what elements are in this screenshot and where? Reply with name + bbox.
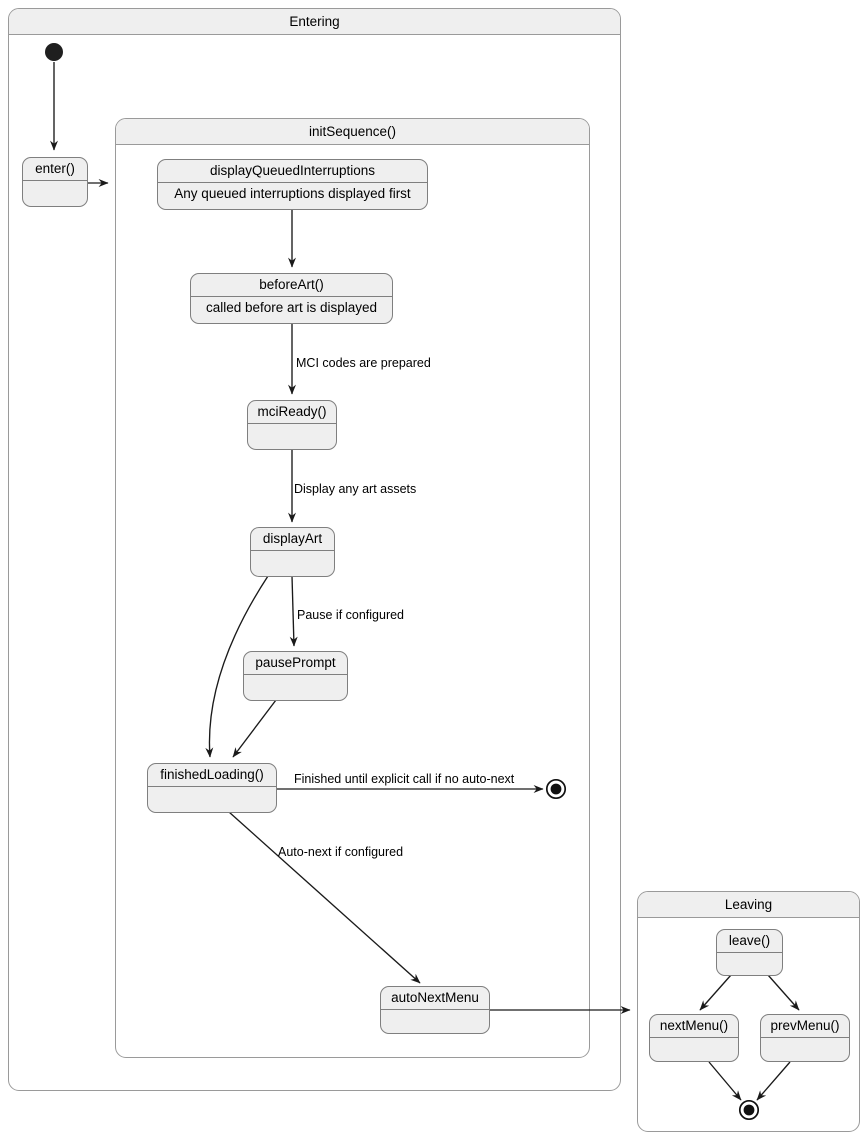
state-next-menu-name: nextMenu(): [650, 1015, 738, 1038]
state-mci-ready-body: [248, 424, 336, 444]
state-display-art[interactable]: displayArt: [250, 527, 335, 577]
state-prev-menu-name: prevMenu(): [761, 1015, 849, 1038]
final-state-node-entering[interactable]: [545, 778, 567, 800]
state-enter-body: [23, 181, 87, 201]
state-pause-prompt-name: pausePrompt: [244, 652, 347, 675]
state-display-queued-interruptions-name: displayQueuedInterruptions: [158, 160, 427, 183]
state-next-menu[interactable]: nextMenu(): [649, 1014, 739, 1062]
state-display-queued-interruptions-body: Any queued interruptions displayed first: [174, 186, 411, 201]
state-auto-next-menu[interactable]: autoNextMenu: [380, 986, 490, 1034]
state-auto-next-menu-name: autoNextMenu: [381, 987, 489, 1010]
state-mci-ready[interactable]: mciReady(): [247, 400, 337, 450]
state-leave-body: [717, 953, 782, 973]
state-enter[interactable]: enter(): [22, 157, 88, 207]
composite-state-leaving[interactable]: Leaving: [637, 891, 860, 1132]
state-next-menu-body: [650, 1038, 738, 1058]
initial-state-node[interactable]: [44, 42, 64, 62]
state-finished-loading-name: finishedLoading(): [148, 764, 276, 787]
composite-state-init-sequence[interactable]: initSequence(): [115, 118, 590, 1058]
state-before-art-name: beforeArt(): [191, 274, 392, 297]
state-leave-name: leave(): [717, 930, 782, 953]
composite-state-init-sequence-title: initSequence(): [116, 119, 589, 145]
state-pause-prompt[interactable]: pausePrompt: [243, 651, 348, 701]
state-enter-name: enter(): [23, 158, 87, 181]
composite-state-leaving-title: Leaving: [638, 892, 859, 918]
edge-label-auto-next-if-configured: Auto-next if configured: [278, 845, 404, 859]
state-display-queued-interruptions[interactable]: displayQueuedInterruptions Any queued in…: [157, 159, 428, 210]
state-prev-menu[interactable]: prevMenu(): [760, 1014, 850, 1062]
edge-label-display-any-art-assets: Display any art assets: [294, 482, 417, 496]
state-before-art[interactable]: beforeArt() called before art is display…: [190, 273, 393, 324]
edge-label-mci-codes-prepared: MCI codes are prepared: [296, 356, 431, 370]
state-mci-ready-name: mciReady(): [248, 401, 336, 424]
state-display-art-body: [251, 551, 334, 571]
state-pause-prompt-body: [244, 675, 347, 695]
state-before-art-body: called before art is displayed: [205, 300, 378, 315]
edge-label-pause-if-configured: Pause if configured: [297, 608, 405, 622]
state-finished-loading[interactable]: finishedLoading(): [147, 763, 277, 813]
state-display-art-name: displayArt: [251, 528, 334, 551]
state-prev-menu-body: [761, 1038, 849, 1058]
state-leave[interactable]: leave(): [716, 929, 783, 976]
state-finished-loading-body: [148, 787, 276, 807]
state-auto-next-menu-body: [381, 1010, 489, 1030]
final-state-node-leaving[interactable]: [738, 1099, 760, 1121]
composite-state-entering-title: Entering: [9, 9, 620, 35]
edge-label-finished-until-explicit-call: Finished until explicit call if no auto-…: [294, 772, 515, 786]
